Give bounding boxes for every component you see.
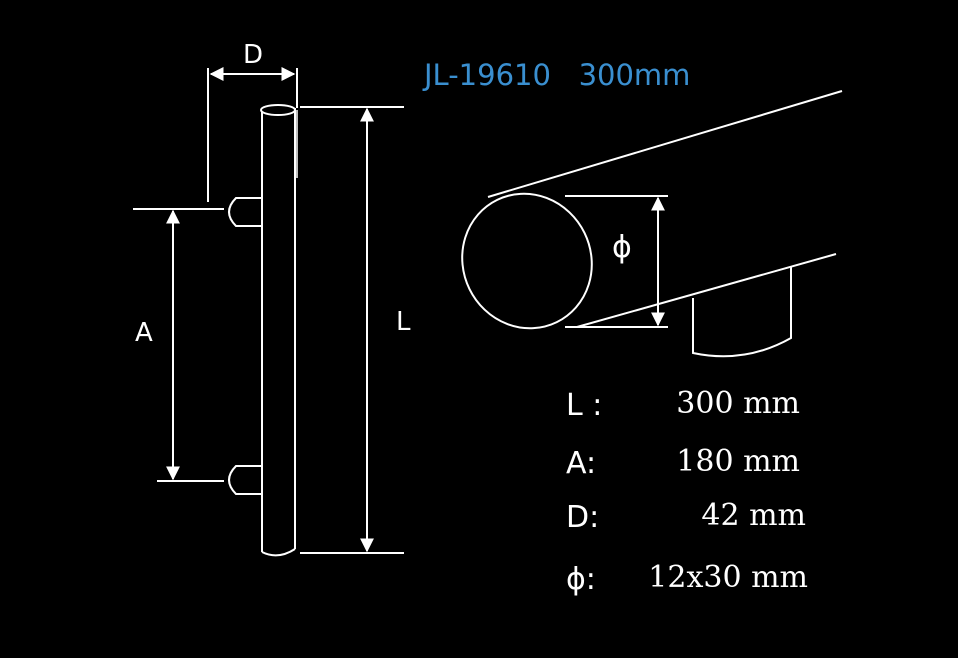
product-title: JL-19610 300mm (424, 58, 691, 92)
label-l: L (396, 307, 411, 337)
dimension-l (300, 106, 404, 554)
label-phi: ϕ (612, 230, 632, 265)
handle-bar (260, 104, 298, 557)
spec-key-l: L : (566, 388, 603, 423)
spec-key-a: A: (566, 446, 597, 481)
handle-posts (228, 197, 262, 495)
oval-section-view (461, 90, 843, 358)
spec-value-a: 180 mm (676, 444, 800, 479)
label-d: D (243, 40, 264, 70)
spec-key-d: D: (566, 500, 600, 535)
spec-key-phi: ϕ: (566, 562, 596, 597)
dimension-d (207, 67, 298, 202)
spec-value-phi: 12x30 mm (648, 560, 808, 595)
dimension-a (133, 208, 224, 482)
spec-value-l: 300 mm (676, 386, 800, 421)
label-a: A (135, 318, 153, 348)
spec-value-d: 42 mm (701, 498, 806, 533)
